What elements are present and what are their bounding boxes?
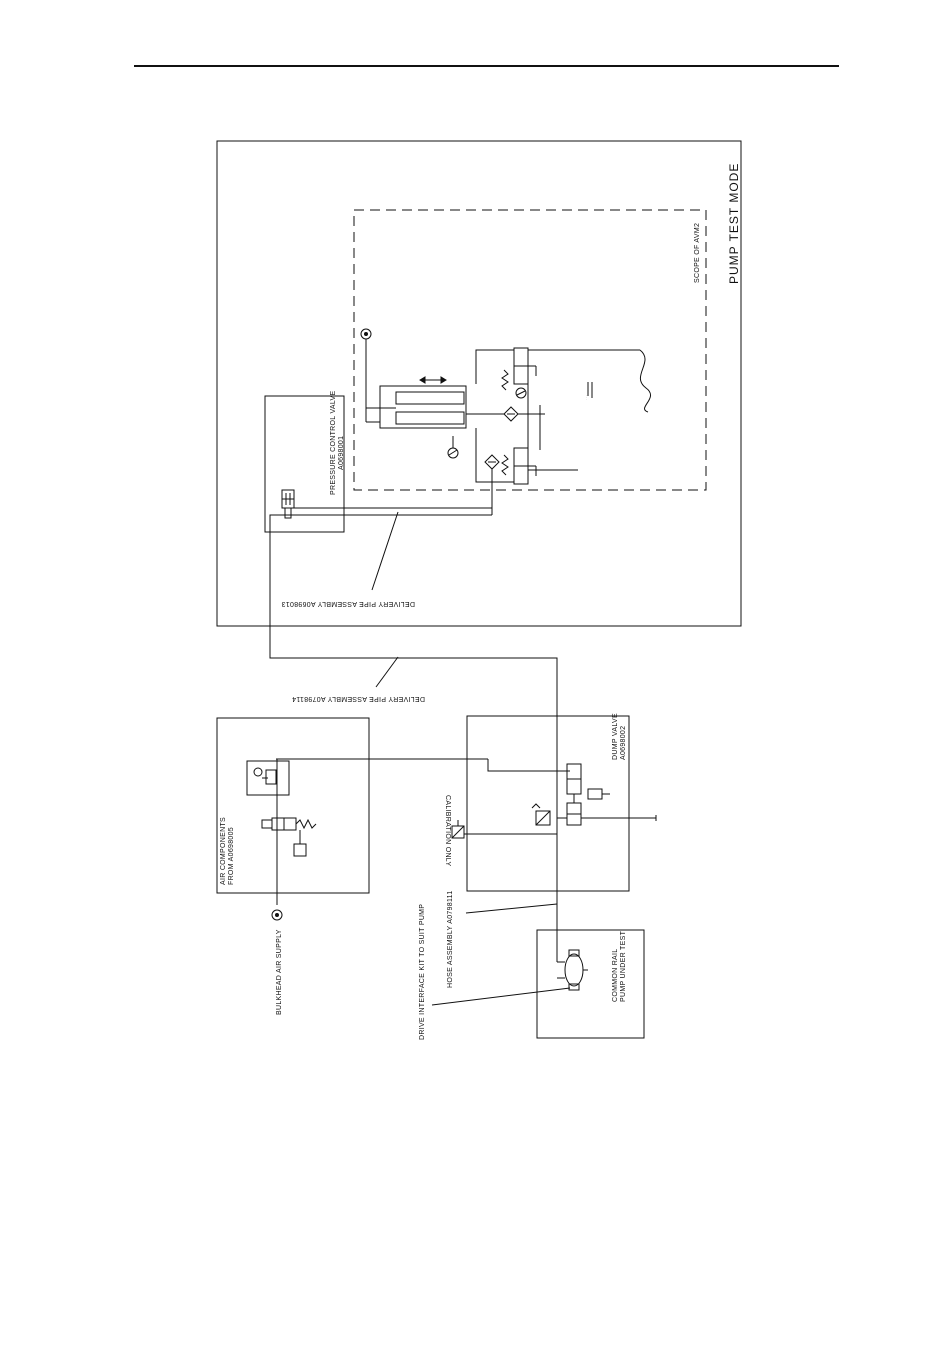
pressure-control-valve-part: A0698001 xyxy=(338,436,345,470)
delivery-pipe-2-leader xyxy=(375,656,399,688)
scope-avm2-label: SCOPE OF AVM2 xyxy=(694,223,701,283)
pressure-control-valve-label: PRESSURE CONTROL VALVE xyxy=(330,390,337,495)
drive-interface-leader xyxy=(431,987,571,1006)
pump-under-test-label: PUMP UNDER TEST xyxy=(620,930,627,1002)
air-components-label: AIR COMPONENTS xyxy=(220,817,227,885)
dump-valve-box xyxy=(466,715,630,892)
air-components-box xyxy=(216,717,370,894)
dump-valve-part: A0698002 xyxy=(620,726,627,760)
scope-avm2-box xyxy=(353,209,707,491)
dump-valve-label: DUMP VALVE xyxy=(612,713,619,760)
common-rail-pump-box xyxy=(536,929,645,1039)
air-components-part: FROM A0698005 xyxy=(228,827,235,885)
delivery-pipe-1-leader xyxy=(371,511,399,591)
air-line-to-dump-valve xyxy=(487,759,570,772)
bulkhead-air-supply-label: BULKHEAD AIR SUPPLY xyxy=(276,929,283,1015)
delivery-pipe-1-label: DELIVERY PIPE ASSEMBLY A0698013 xyxy=(281,600,415,607)
avm2-components-group: · · · xyxy=(360,328,652,515)
calibration-only-icon xyxy=(451,820,557,839)
delivery-pipe-2-label: DELIVERY PIPE ASSEMBLY A0798114 xyxy=(292,695,425,702)
calibration-only-label: CALIBRATION ONLY xyxy=(444,795,451,866)
pump-test-mode-box xyxy=(216,140,742,627)
air-regulator-icon xyxy=(246,758,488,796)
bulkhead-air-supply-icon xyxy=(271,909,283,921)
header-rule xyxy=(134,65,839,67)
pressure-control-valve-icon xyxy=(281,489,295,519)
svg-text:· · ·: · · · xyxy=(585,395,589,400)
main-delivery-line xyxy=(269,514,558,915)
hose-assembly-leader xyxy=(465,903,558,914)
pressure-control-valve-box xyxy=(264,395,345,533)
pump-icon xyxy=(557,949,588,991)
drive-interface-kit-label: DRIVE INTERFACE KIT TO SUIT PUMP xyxy=(419,904,426,1040)
pump-test-mode-label: PUMP TEST MODE xyxy=(727,163,741,284)
dump-valve-icon xyxy=(531,763,657,826)
common-rail-label: COMMON RAIL xyxy=(612,949,619,1002)
hose-assembly-label: HOSE ASSEMBLY A0798111 xyxy=(447,890,454,988)
air-solenoid-valve-icon xyxy=(261,817,317,857)
